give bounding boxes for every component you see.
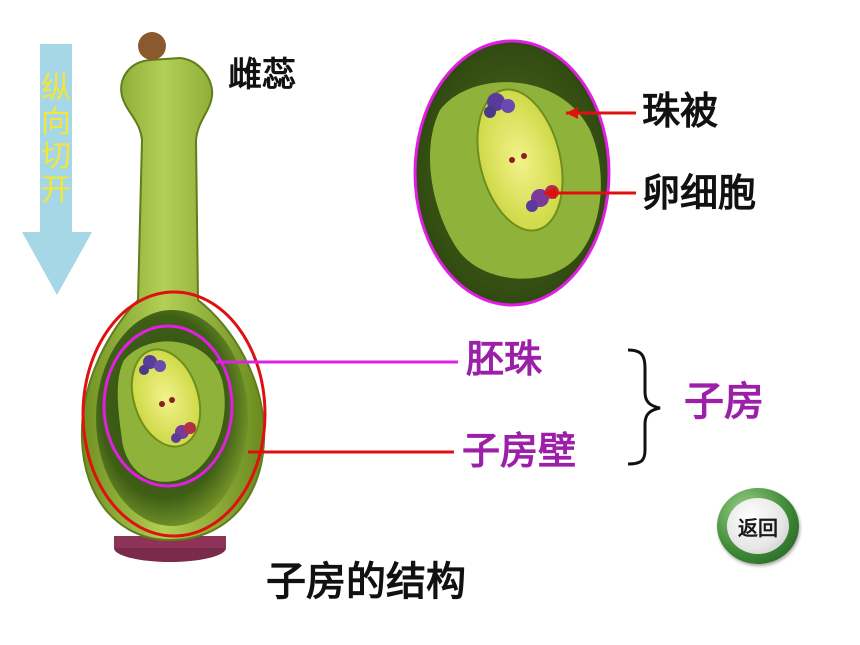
pointer-lines (216, 107, 636, 454)
diagram-title: 子房的结构 (266, 559, 466, 605)
back-button[interactable]: 返回 (717, 488, 799, 564)
pistil-illustration (80, 32, 267, 562)
back-button-label: 返回 (738, 515, 778, 540)
ovary-wall-label: 子房壁 (462, 429, 577, 473)
ovary-brace (627, 348, 661, 466)
cut-char: 开 (41, 173, 71, 208)
cut-char: 纵 (41, 71, 71, 106)
pistil-label: 雌蕊 (228, 55, 296, 95)
ovule-magnified-inset (413, 39, 611, 307)
cut-direction-arrow (22, 44, 92, 295)
cut-char: 向 (41, 105, 71, 140)
integument-label: 珠被 (642, 89, 719, 133)
egg-cell-label: 卵细胞 (642, 171, 757, 215)
cut-direction-text: 纵 向 切 开 (38, 72, 74, 208)
back-button-face: 返回 (727, 498, 789, 554)
cut-char: 切 (41, 139, 71, 174)
ovary-label: 子房 (684, 379, 764, 425)
ovule-label: 胚珠 (466, 337, 543, 381)
